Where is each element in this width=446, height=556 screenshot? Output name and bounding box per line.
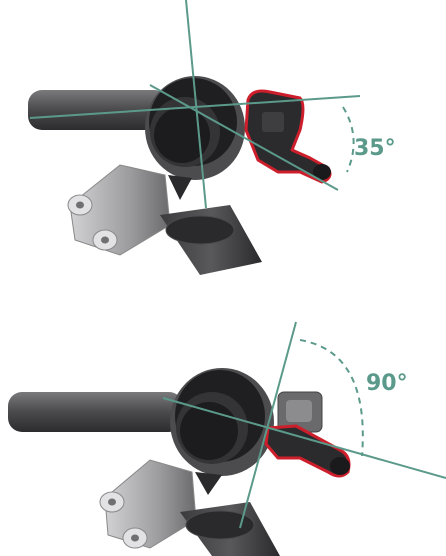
- shifter-body: [277, 391, 323, 433]
- handlebar-axis-line: [162, 397, 446, 479]
- guide-lines: [162, 321, 446, 529]
- handlebar: [28, 90, 168, 130]
- headset-cup: [170, 368, 274, 495]
- vertical-axis-line: [185, 0, 207, 209]
- figure-90-degree: 90°: [0, 280, 446, 556]
- handlebar: [8, 392, 183, 432]
- handlebar-assembly-drawing-2: 90°: [8, 321, 446, 556]
- angle-arc: [342, 106, 355, 173]
- stem-clamp: [99, 459, 197, 549]
- handlebar-axis-line: [29, 95, 361, 119]
- handlebar-assembly-drawing: 35°: [28, 0, 396, 275]
- lever-axis-line: [149, 84, 339, 191]
- guide-lines: [29, 0, 361, 209]
- shifter-lever-icon: [264, 424, 351, 478]
- stem-clamp: [67, 164, 171, 256]
- angle-label-90: 90°: [366, 371, 408, 396]
- lever-axis-line: [239, 321, 297, 529]
- figure-35-degree: 35°: [28, 0, 396, 275]
- angle-label-35: 35°: [354, 136, 396, 161]
- shifter-lever-icon: [244, 89, 332, 184]
- angle-arc: [299, 339, 364, 457]
